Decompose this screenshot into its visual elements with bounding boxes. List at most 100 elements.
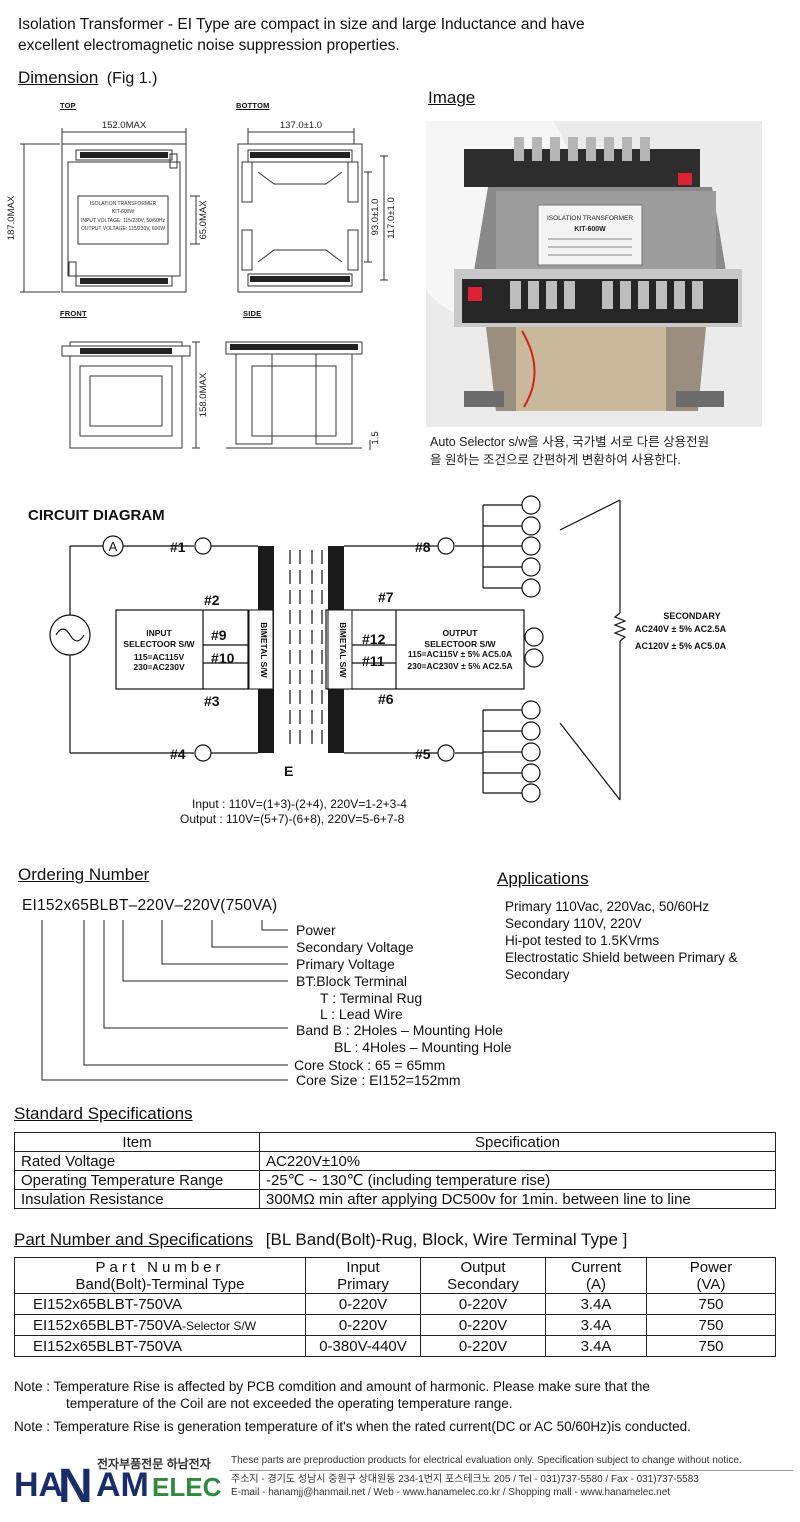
application-item: Secondary: [505, 967, 570, 982]
secondary-r2: AC120V ± 5% AC5.0A: [635, 641, 727, 651]
core-text: E: [284, 763, 293, 779]
part-current: 3.4A: [545, 1335, 647, 1357]
nameplate-title: ISOLATION TRANSFORMER: [90, 201, 157, 207]
application-item: Primary 110Vac, 220Vac, 50/60Hz: [505, 899, 710, 914]
side-view-drawing: [225, 341, 371, 450]
part-output: 0-220V: [420, 1335, 546, 1357]
parts-table: Part Number Band(Bolt)-Terminal Type Inp…: [14, 1257, 776, 1357]
view-front-label: FRONT: [60, 309, 87, 318]
terminal-3-text: #3: [204, 693, 220, 709]
dim-front-h-text: 158.0MAX: [198, 372, 209, 417]
dim-side-t-text: 1.5: [370, 431, 381, 444]
footer-contact: E-mail - hanamjj@hanmail.net / Web - www…: [231, 1487, 671, 1498]
logo-elec: ELEC: [152, 1472, 222, 1502]
header-output-l1: Output: [460, 1258, 506, 1276]
output-box-l4: 230=AC230V ± 5% AC2.5A: [407, 661, 512, 671]
header-power-l2: (VA): [696, 1275, 726, 1293]
bimetal-left-text: BIMETAL S/W: [259, 622, 269, 678]
header-item: Item: [14, 1132, 260, 1152]
part-number: EI152x65BLBT-750VA: [33, 1295, 182, 1313]
header-current: Current (A): [545, 1257, 647, 1294]
terminal-7-text: #7: [378, 589, 394, 605]
table-row: Operating Temperature Range -25℃ ~ 130℃ …: [14, 1170, 776, 1190]
logo-ha: HA: [14, 1466, 63, 1504]
ordering-item-bt: BT:Block Terminal: [296, 973, 408, 989]
photo-top-terminal: [464, 149, 700, 187]
spec-value: AC220V±10%: [259, 1151, 776, 1171]
ordering-heading: Ordering Number: [18, 865, 150, 884]
output-box-l3: 115=AC115V ± 5% AC5.0A: [408, 649, 512, 659]
intro-line-2: excellent electromagnetic noise suppress…: [18, 37, 400, 54]
note-1-line-1: Note : Temperature Rise is affected by P…: [14, 1379, 650, 1394]
part-power: 750: [646, 1293, 776, 1315]
bimetal-switch-right: [327, 609, 353, 690]
spec-item: Insulation Resistance: [14, 1189, 260, 1209]
secondary-title: SECONDARY: [663, 611, 720, 621]
dim-label-h-text: 65.0MAX: [198, 200, 209, 240]
header-part-number: Part Number Band(Bolt)-Terminal Type: [14, 1257, 306, 1294]
photo-label-model: KIT-600W: [574, 226, 606, 233]
spec-item: Operating Temperature Range: [14, 1170, 260, 1190]
image-caption-2: 을 원하는 조건으로 간편하게 변환하여 사용한다.: [430, 453, 681, 467]
intro-text: Isolation Transformer - EI Type are comp…: [18, 14, 718, 56]
top-view-drawing: [20, 128, 200, 293]
terminal-2-text: #2: [204, 592, 220, 608]
intro-line-1: Isolation Transformer - EI Type are comp…: [18, 16, 585, 33]
dimension-heading: Dimension (Fig 1.): [18, 68, 157, 88]
terminal-5: [437, 744, 455, 762]
circuit-eq-output: Output : 110V=(5+7)-(6+8), 220V=5-6+7-8: [180, 812, 405, 826]
spec-value: 300MΩ min after applying DC500v for 1min…: [259, 1189, 776, 1209]
note-2: Note : Temperature Rise is generation te…: [14, 1419, 691, 1434]
view-bottom-label: BOTTOM: [236, 101, 270, 110]
header-input-l1: Input: [346, 1258, 380, 1276]
dimension-drawings: 152.0MAX 137.0±1.0 187.0MAX 65.0MAX 93.0…: [6, 120, 397, 450]
application-item: Hi-pot tested to 1.5KVrms: [505, 933, 660, 948]
part-number-suffix: -Selector S/W: [182, 1318, 257, 1333]
header-power-l1: Power: [689, 1258, 733, 1276]
parts-header-row: Part Number Band(Bolt)-Terminal Type Inp…: [14, 1257, 776, 1294]
header-output-l2: Secondary: [447, 1275, 519, 1293]
header-power: Power (VA): [646, 1257, 776, 1294]
ordering-item-band-bl: BL : 4Holes – Mounting Hole: [334, 1039, 512, 1055]
product-photo: ISOLATION TRANSFORMER KIT-600W: [426, 121, 762, 427]
dim-93-text: 93.0±1.0: [370, 199, 381, 236]
part-input: 0-220V: [305, 1293, 421, 1315]
ammeter-text: A: [109, 539, 118, 554]
terminal-11-text: #11: [362, 653, 385, 669]
part-number-cell: EI152x65BLBT-750VA-Selector S/W: [14, 1314, 306, 1336]
dim-height-text: 187.0MAX: [6, 195, 17, 240]
note-1-line-2: temperature of the Coil are not exceeded…: [66, 1396, 513, 1411]
part-power: 750: [646, 1314, 776, 1336]
logo-am: AM: [96, 1466, 149, 1504]
dim-width-text: 152.0MAX: [102, 120, 147, 131]
table-row: Rated Voltage AC220V±10%: [14, 1151, 776, 1171]
ammeter-symbol: [102, 535, 124, 557]
secondary-r1: AC240V ± 5% AC2.5A: [635, 624, 727, 634]
spec-item: Rated Voltage: [14, 1151, 260, 1171]
nameplate-out: OUTPUT VOLTAGE: 115/230V, 600W: [81, 226, 165, 232]
photo-label-title: ISOLATION TRANSFORMER: [547, 215, 633, 222]
output-box-l1: OUTPUT: [443, 628, 479, 638]
logo-n: N: [58, 1460, 93, 1512]
input-box-l4: 230=AC230V: [133, 662, 185, 672]
bimetal-switch-left: [248, 609, 274, 690]
table-row: EI152x65BLBT-750VA 0-220V 0-220V 3.4A 75…: [14, 1293, 776, 1315]
terminal-9-text: #9: [211, 627, 227, 643]
view-side-label: SIDE: [243, 309, 262, 318]
standard-heading: Standard Specifications: [14, 1104, 193, 1123]
parts-subheading: [BL Band(Bolt)-Rug, Block, Wire Terminal…: [265, 1230, 628, 1249]
ordering-item-l: L : Lead Wire: [320, 1006, 403, 1022]
parts-heading-line: Part Number and Specifications [BL Band(…: [14, 1230, 627, 1250]
application-item: Electrostatic Shield between Primary &: [505, 950, 738, 965]
dimension-title: Dimension: [18, 68, 99, 87]
table-header-row: Item Specification: [14, 1132, 776, 1152]
terminal-8: [437, 537, 455, 555]
footer-disclaimer: These parts are preproduction products f…: [231, 1455, 742, 1466]
output-selector-box: [325, 609, 525, 690]
dimension-fig: (Fig 1.): [106, 70, 158, 87]
part-input: 0-220V: [305, 1314, 421, 1336]
header-part-number-l1: Part Number: [95, 1258, 225, 1276]
part-power: 750: [646, 1335, 776, 1357]
input-selector-box: [115, 609, 249, 690]
brand-korean: 전자부품전문 하남전자: [97, 1457, 211, 1471]
